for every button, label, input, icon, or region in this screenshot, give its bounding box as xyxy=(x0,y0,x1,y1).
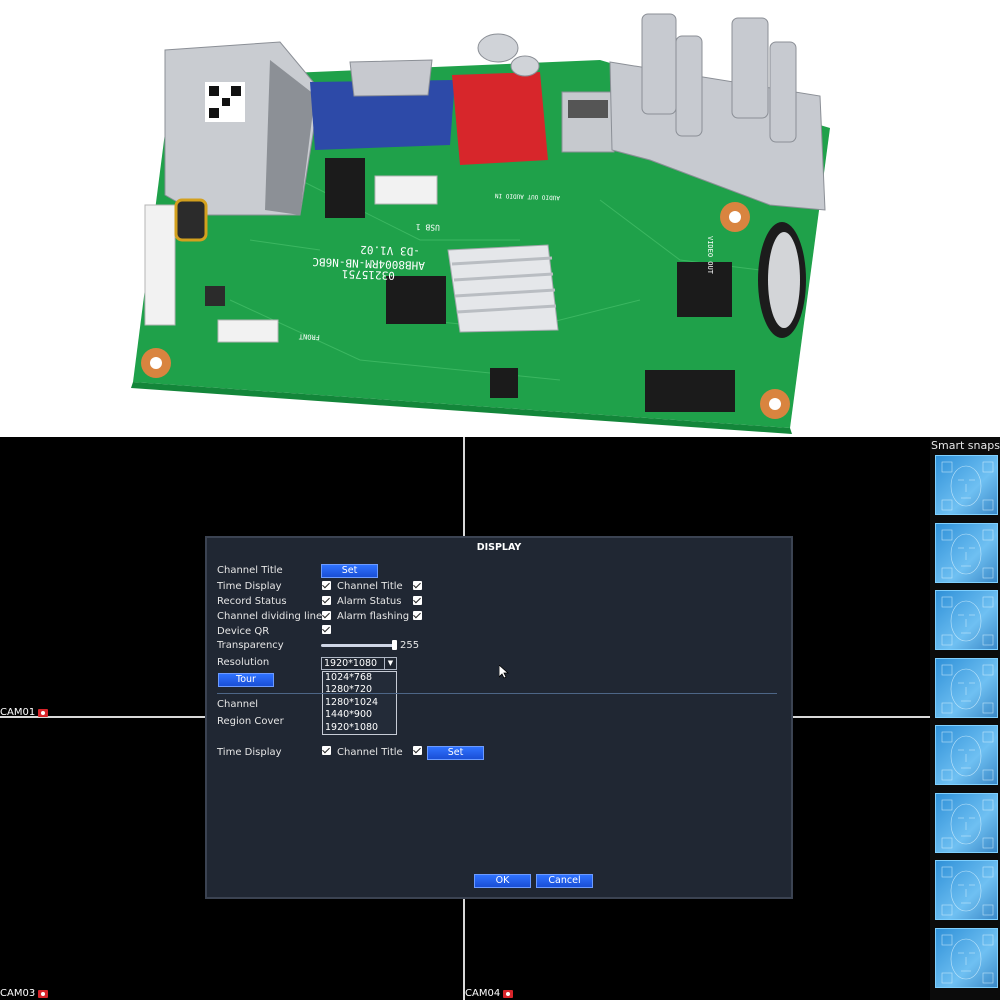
record-status-label: Record Status xyxy=(217,596,287,607)
vga-port xyxy=(310,59,455,150)
heatsink xyxy=(447,244,559,333)
usb-header xyxy=(374,175,438,205)
resolution-option[interactable]: 1440*900 xyxy=(325,709,373,721)
face-icon xyxy=(941,664,994,713)
camera-name: CAM04 xyxy=(465,988,501,999)
region-cover-label: Region Cover xyxy=(217,716,284,727)
record-icon xyxy=(38,708,49,717)
device-qr-checkbox[interactable] xyxy=(322,625,331,634)
channel-title-set-button[interactable]: Set xyxy=(321,564,378,578)
channel-title-label-2: Channel Title xyxy=(337,747,403,758)
transparency-value: 255 xyxy=(400,640,420,651)
channel-title-checkbox-label: Channel Title xyxy=(337,581,403,592)
dvr-board-illustration: AHB8004RM-NB-N6BC -D3 V1.02 03215751 USB… xyxy=(131,13,830,434)
alarm-status-checkbox[interactable] xyxy=(413,596,422,605)
device-qr-label: Device QR xyxy=(217,626,270,637)
time-display-checkbox[interactable] xyxy=(322,581,331,590)
face-snapshot-thumbnail[interactable] xyxy=(935,590,998,650)
smart-snapshot-title: Smart snapsho xyxy=(931,439,1000,452)
alarm-flashing-checkbox[interactable] xyxy=(413,611,422,620)
face-icon xyxy=(941,866,994,916)
mounting-holes xyxy=(141,202,790,419)
channel-title-checkbox-2[interactable] xyxy=(413,746,422,755)
chip xyxy=(325,158,365,218)
display-dialog: DISPLAY Channel Title Set Time Display C… xyxy=(205,536,793,899)
face-snapshot-thumbnail[interactable] xyxy=(935,860,998,920)
camera-label-cam04: CAM04 xyxy=(465,988,514,999)
time-display-label: Time Display xyxy=(217,581,282,592)
transparency-slider[interactable] xyxy=(321,640,397,650)
front-panel-connector xyxy=(217,319,279,343)
capacitor xyxy=(174,198,208,242)
record-icon xyxy=(38,989,49,998)
silk-version: -D3 V1.02 xyxy=(360,243,420,258)
power-connector xyxy=(144,204,176,326)
rtc-battery xyxy=(758,222,806,338)
cancel-button[interactable]: Cancel xyxy=(536,874,593,888)
resolution-option[interactable]: 1024*768 xyxy=(325,672,373,683)
face-icon xyxy=(941,799,994,848)
soc-chip xyxy=(677,262,732,317)
bnc-connectors xyxy=(609,13,826,211)
time-display-label-2: Time Display xyxy=(217,747,282,758)
face-snapshot-thumbnail[interactable] xyxy=(935,725,998,785)
face-snapshot-thumbnail[interactable] xyxy=(935,522,998,583)
face-snapshot-thumbnail[interactable] xyxy=(935,455,998,515)
silk-video: VIDEO OUT xyxy=(706,236,714,275)
silk-audio: AUDIO OUT AUDIO IN xyxy=(494,192,560,201)
face-snapshot-thumbnail[interactable] xyxy=(935,657,998,718)
face-icon xyxy=(941,596,994,646)
silk-code: 03215751 xyxy=(342,267,395,282)
record-status-checkbox[interactable] xyxy=(322,596,331,605)
dvr-screen: CAM01 CAM03 CAM04 Smart snapsho DISPLAY … xyxy=(0,437,1000,1000)
set-button-2[interactable]: Set xyxy=(427,746,484,760)
silk-model: AHB8004RM-NB-N6BC xyxy=(312,255,425,272)
camera-name: CAM01 xyxy=(0,707,36,718)
alarm-status-label: Alarm Status xyxy=(337,596,402,607)
chevron-down-icon[interactable]: ▼ xyxy=(384,658,396,669)
sata-port xyxy=(645,370,735,412)
dialog-title: DISPLAY xyxy=(476,542,522,553)
alarm-flashing-label: Alarm flashing xyxy=(337,611,410,622)
product-photo: AHB8004RM-NB-N6BC -D3 V1.02 03215751 USB… xyxy=(0,0,1000,437)
face-snapshot-thumbnail[interactable] xyxy=(935,792,998,853)
camera-name: CAM03 xyxy=(0,988,36,999)
ethernet-port xyxy=(164,41,321,216)
face-icon xyxy=(941,934,994,983)
smart-snapshot-panel: Smart snapsho xyxy=(930,437,1000,1000)
face-icon xyxy=(941,461,994,511)
silk-front: FRONT xyxy=(298,332,320,341)
channel-dividing-line-checkbox[interactable] xyxy=(322,611,331,620)
resolution-label: Resolution xyxy=(217,657,270,668)
channel-title-checkbox[interactable] xyxy=(413,581,422,590)
channel-dividing-line-label: Channel dividing line xyxy=(217,611,323,622)
resolution-selected-value: 1920*1080 xyxy=(324,658,378,669)
camera-label-cam03: CAM03 xyxy=(0,988,49,999)
face-icon xyxy=(941,731,994,781)
camera-label-cam01: CAM01 xyxy=(0,707,49,718)
memory-chip xyxy=(386,276,446,324)
rca-audio-port xyxy=(452,33,548,165)
channel-title-label: Channel Title xyxy=(217,565,283,576)
slider-track xyxy=(321,644,397,647)
hdmi-port xyxy=(561,91,615,153)
record-icon xyxy=(503,989,514,998)
resolution-select[interactable]: 1920*1080 ▼ xyxy=(321,657,397,670)
transparency-label: Transparency xyxy=(217,640,284,651)
face-snapshot-thumbnail[interactable] xyxy=(935,927,998,988)
slider-thumb[interactable] xyxy=(392,640,397,650)
tour-button[interactable]: Tour xyxy=(218,673,274,687)
resolution-option[interactable]: 1280*1024 xyxy=(325,696,379,708)
resolution-option[interactable]: 1920*1080 xyxy=(325,721,379,733)
section-divider xyxy=(217,693,777,694)
mouse-cursor-icon xyxy=(499,665,509,679)
resolution-option[interactable]: 1280*720 xyxy=(325,684,373,696)
face-icon xyxy=(941,529,994,578)
channel-label: Channel xyxy=(217,699,259,710)
ok-button[interactable]: OK xyxy=(474,874,531,888)
silk-usb: USB 1 xyxy=(416,222,441,232)
time-display-checkbox-2[interactable] xyxy=(322,746,331,755)
